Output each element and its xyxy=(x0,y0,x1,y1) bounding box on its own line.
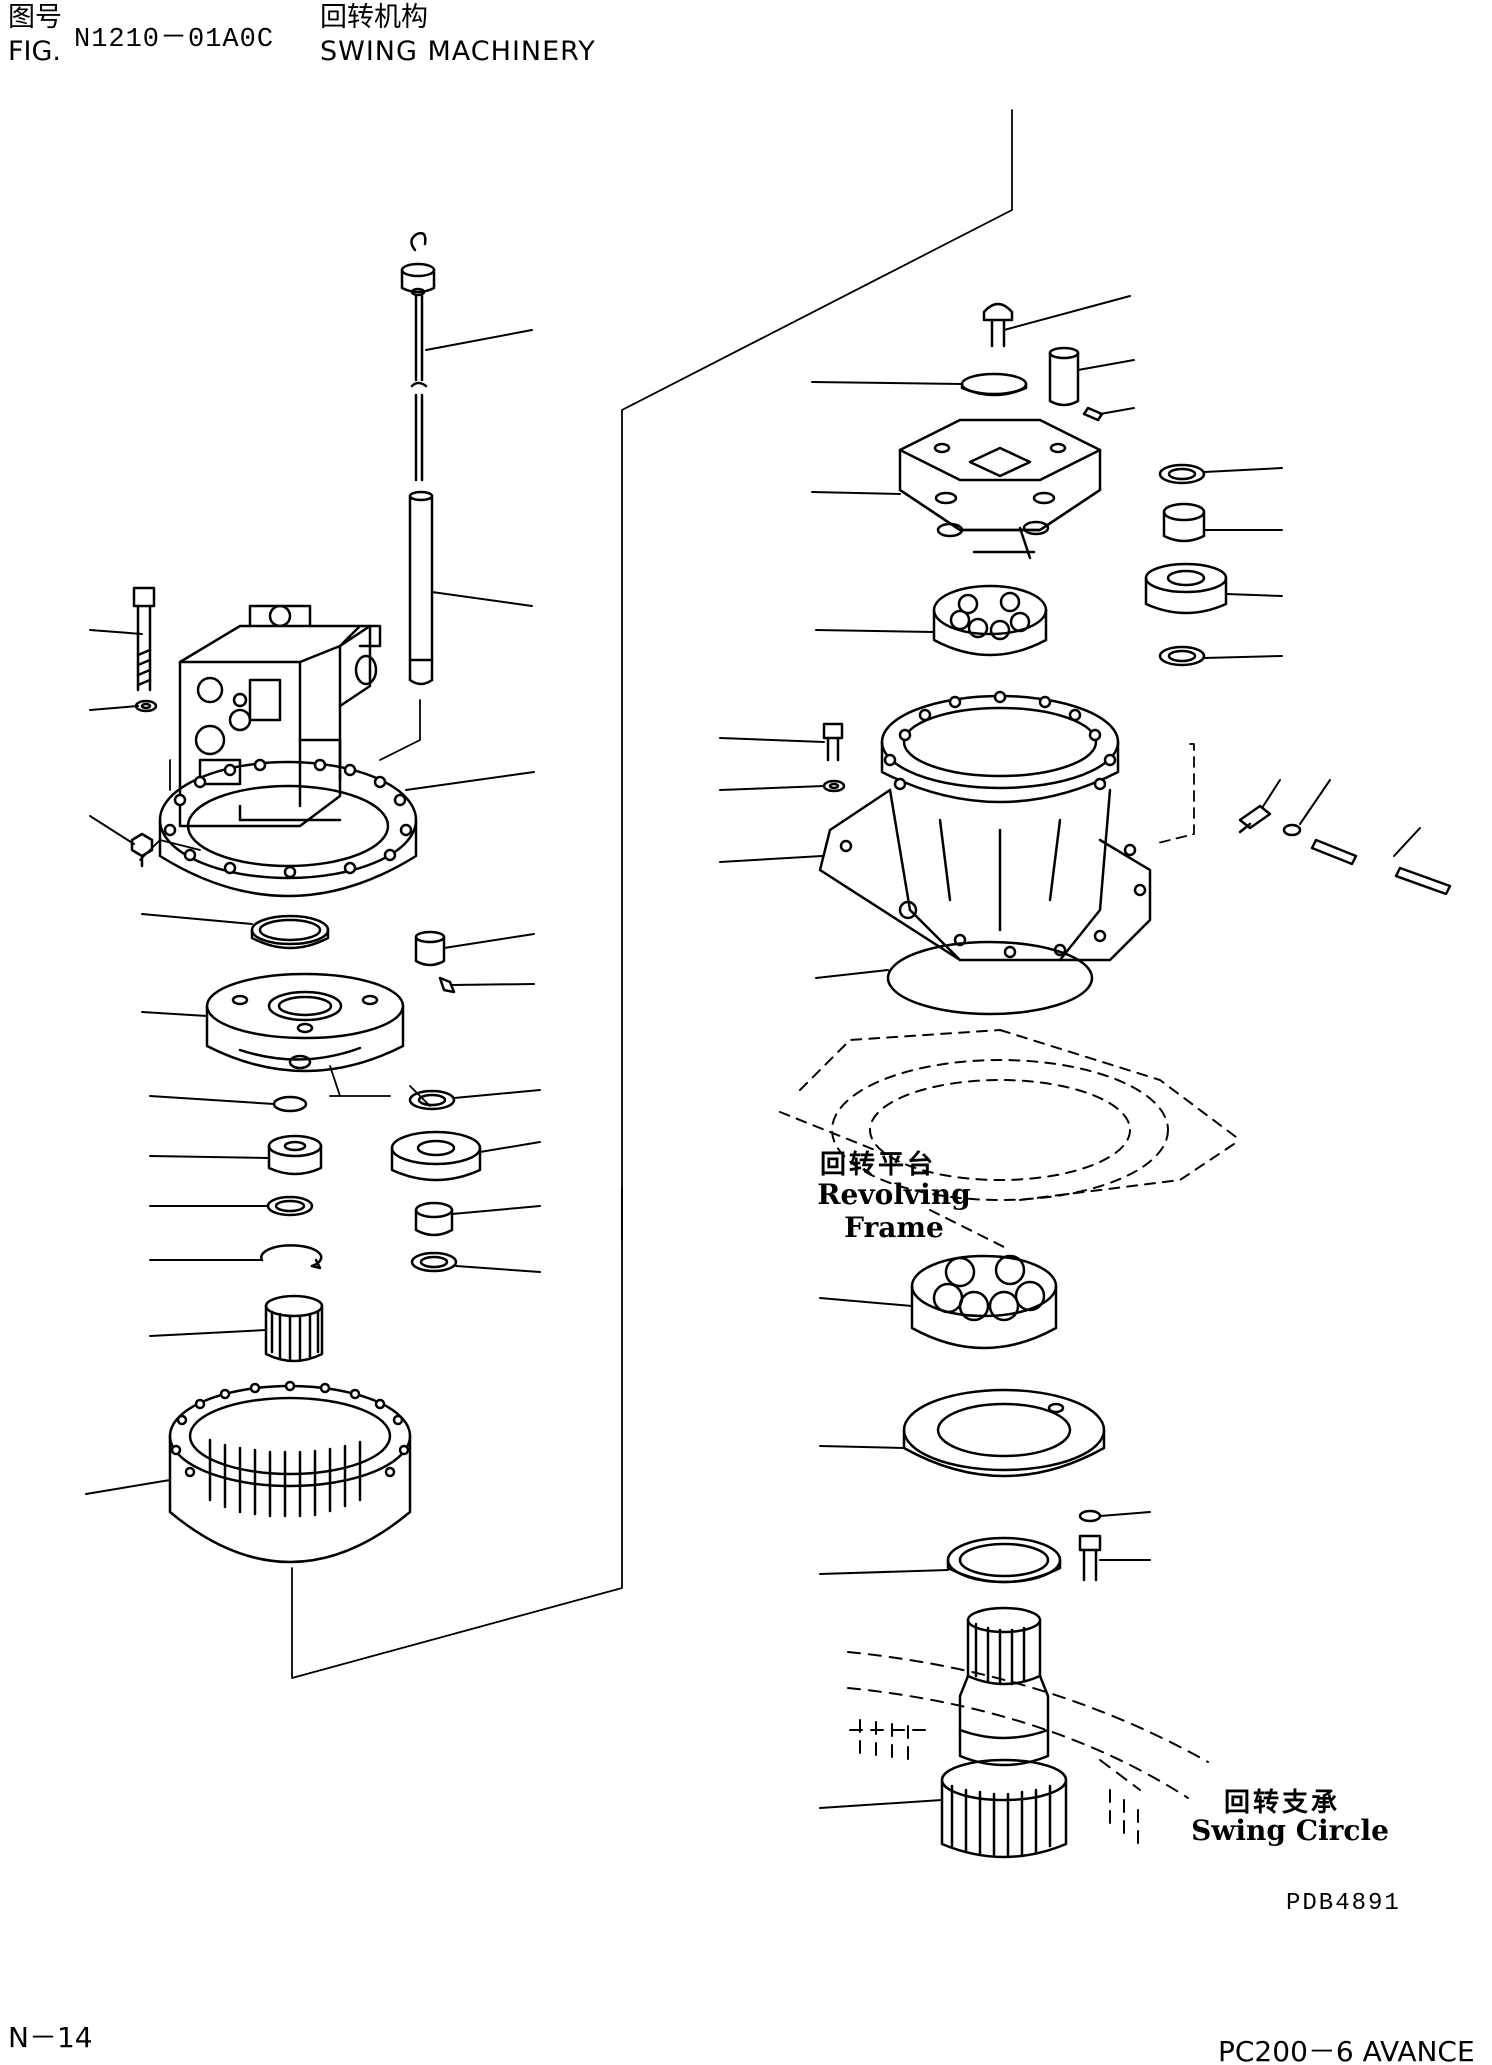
upper-carrier xyxy=(898,418,1102,560)
washer-r2 xyxy=(1158,645,1206,667)
figure-label-en: FIG. xyxy=(8,36,61,67)
pinion-shaft xyxy=(940,1606,1068,1859)
revolving-frame-outline xyxy=(779,1029,1241,1251)
spring-pin xyxy=(438,976,456,994)
cover-bolt xyxy=(1078,1534,1102,1582)
swing-circle-label-en: Swing Circle xyxy=(1191,1814,1389,1847)
gauge-pipe xyxy=(408,490,434,686)
elbow-fitting xyxy=(1238,804,1272,834)
long-bolt xyxy=(132,586,156,692)
o-ring xyxy=(886,940,1094,1016)
snap-ring-a xyxy=(272,1095,308,1113)
side-bolt xyxy=(822,722,844,762)
side-washer xyxy=(822,779,846,793)
swing-circle-label-cn: 回转支承 xyxy=(1223,1788,1340,1818)
figure-label-cn: 图号 xyxy=(8,2,62,33)
revolving-frame-label-en: Revolving Frame xyxy=(817,1178,971,1244)
washer-r1 xyxy=(1158,463,1206,485)
level-gauge xyxy=(400,231,436,482)
figure-number: N1210－01A0C xyxy=(74,25,275,55)
diagram-title-cn: 回转机构 xyxy=(320,2,428,33)
cover-plate xyxy=(960,372,1028,397)
retaining-ring xyxy=(260,1244,323,1270)
needle-bearing-r xyxy=(1162,502,1206,543)
left-assembly xyxy=(130,109,1013,1679)
sun-gear xyxy=(264,1294,324,1363)
revolving-frame-label-cn: 回转平台 xyxy=(819,1150,936,1180)
spring-pin-top xyxy=(1082,406,1104,422)
swing-case xyxy=(818,690,1152,962)
top-bolt xyxy=(982,302,1014,348)
carrier xyxy=(205,972,405,1073)
page-number: N－14 xyxy=(8,2021,93,2054)
thrust-washer-c xyxy=(410,1251,458,1273)
swing-circle-outline xyxy=(847,1651,1209,1851)
drain-hose-b xyxy=(1394,866,1452,896)
motor-flange xyxy=(158,758,418,898)
cover-washer xyxy=(1078,1509,1102,1523)
oil-seal xyxy=(250,914,330,950)
planet-gear-a xyxy=(267,1134,323,1176)
bearing-upper xyxy=(932,584,1048,657)
drain-hose-a xyxy=(1310,838,1358,866)
bearing-lower xyxy=(910,1254,1058,1350)
planet-gear-b xyxy=(390,1130,482,1182)
shaft-pin xyxy=(414,930,446,967)
swing-motor xyxy=(178,604,382,828)
leader-lines-left xyxy=(85,329,541,1495)
model-name: PC200－6 AVANCE xyxy=(1218,2035,1475,2065)
diagram-title-en: SWING MACHINERY xyxy=(320,36,596,67)
drawing-code: PDB4891 xyxy=(1286,1890,1401,1917)
bottom-cover xyxy=(902,1388,1106,1478)
right-assembly xyxy=(779,302,1452,1859)
ring-gear xyxy=(168,1380,412,1564)
thrust-washer-b xyxy=(408,1089,456,1111)
pin-top xyxy=(1048,346,1080,407)
planet-gear-r xyxy=(1144,562,1228,615)
thrust-washer-a xyxy=(266,1195,314,1217)
clamp xyxy=(1282,823,1302,837)
needle-bearing xyxy=(414,1201,454,1237)
leader-lines-right xyxy=(719,295,1421,1809)
lower-seal xyxy=(946,1536,1062,1584)
